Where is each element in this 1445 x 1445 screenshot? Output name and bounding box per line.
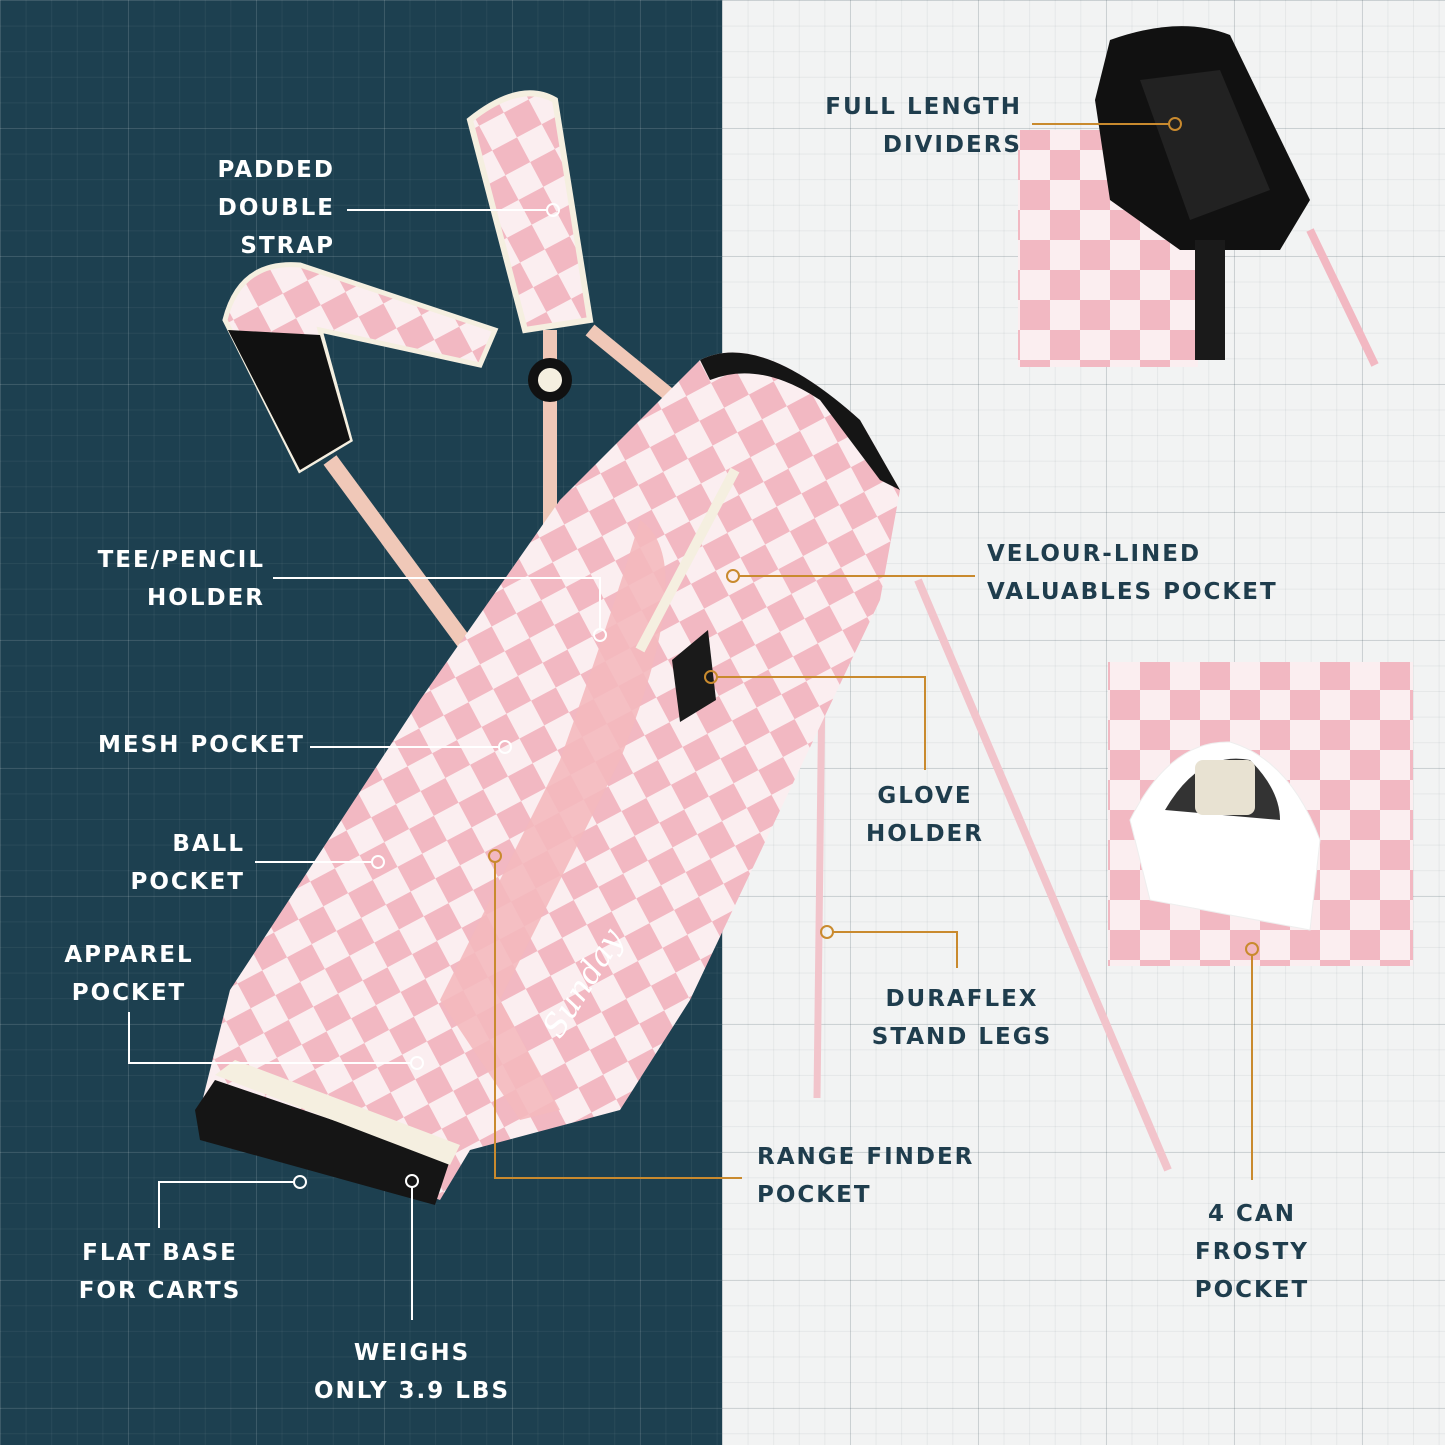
callout-mesh-pocket: MESH POCKET — [98, 726, 305, 764]
callout-text: STRAP — [240, 233, 335, 259]
callout-velour-pocket: VELOUR-LINED VALUABLES POCKET — [987, 535, 1278, 611]
dividers-inset-photo — [1018, 26, 1379, 367]
callout-text: GLOVE — [877, 783, 973, 809]
stand-leg — [813, 679, 826, 1099]
golf-bag-body: Sunday — [195, 352, 900, 1205]
callout-text: FLAT BASE — [82, 1240, 238, 1266]
callout-weight: WEIGHS ONLY 3.9 LBS — [302, 1334, 522, 1410]
callout-text: MESH POCKET — [98, 732, 305, 758]
callout-tee-pencil-holder: TEE/PENCIL HOLDER — [98, 541, 265, 617]
callout-text: DIVIDERS — [882, 132, 1022, 158]
double-strap — [222, 90, 705, 655]
callout-text: TEE/PENCIL — [97, 547, 265, 573]
callout-ball-pocket: BALL POCKET — [130, 825, 245, 901]
callout-text: BALL — [172, 831, 245, 857]
callout-glove-holder: GLOVE HOLDER — [845, 777, 1005, 853]
callout-text: VALUABLES POCKET — [987, 579, 1278, 605]
callout-text: POCKET — [1194, 1277, 1310, 1303]
callout-text: DURAFLEX — [885, 986, 1039, 1012]
callout-text: FROSTY — [1195, 1239, 1309, 1265]
callout-padded-strap: PADDED DOUBLE STRAP — [217, 151, 335, 265]
callout-text: ONLY 3.9 LBS — [313, 1378, 511, 1404]
callout-flat-base: FLAT BASE FOR CARTS — [60, 1234, 260, 1310]
callout-text: WEIGHS — [353, 1340, 471, 1366]
callout-text: HOLDER — [866, 821, 984, 847]
callout-text: FULL LENGTH — [825, 94, 1022, 120]
callout-dividers: FULL LENGTH DIVIDERS — [825, 88, 1022, 164]
callout-range-finder-pocket: RANGE FINDER POCKET — [757, 1138, 974, 1214]
callout-apparel-pocket: APPAREL POCKET — [49, 936, 209, 1012]
frosty-pocket-inset-photo — [1108, 662, 1413, 966]
callout-text: POCKET — [71, 980, 187, 1006]
callout-text: DOUBLE — [217, 195, 335, 221]
callout-text: POCKET — [757, 1182, 872, 1208]
callout-text: APPAREL — [64, 942, 194, 968]
callout-text: HOLDER — [147, 585, 265, 611]
callout-stand-legs: DURAFLEX STAND LEGS — [862, 980, 1062, 1056]
callout-text: STAND LEGS — [871, 1024, 1053, 1050]
callout-text: PADDED — [217, 157, 335, 183]
callout-text: FOR CARTS — [78, 1278, 242, 1304]
stand-leg — [914, 578, 1172, 1172]
callout-text: RANGE FINDER — [757, 1144, 975, 1170]
callout-text: VELOUR-LINED — [987, 541, 1202, 567]
callout-frosty-pocket: 4 CAN FROSTY POCKET — [1172, 1195, 1332, 1309]
callout-text: POCKET — [130, 869, 245, 895]
leader-lines — [128, 117, 1259, 1320]
callout-text: 4 CAN — [1208, 1201, 1296, 1227]
